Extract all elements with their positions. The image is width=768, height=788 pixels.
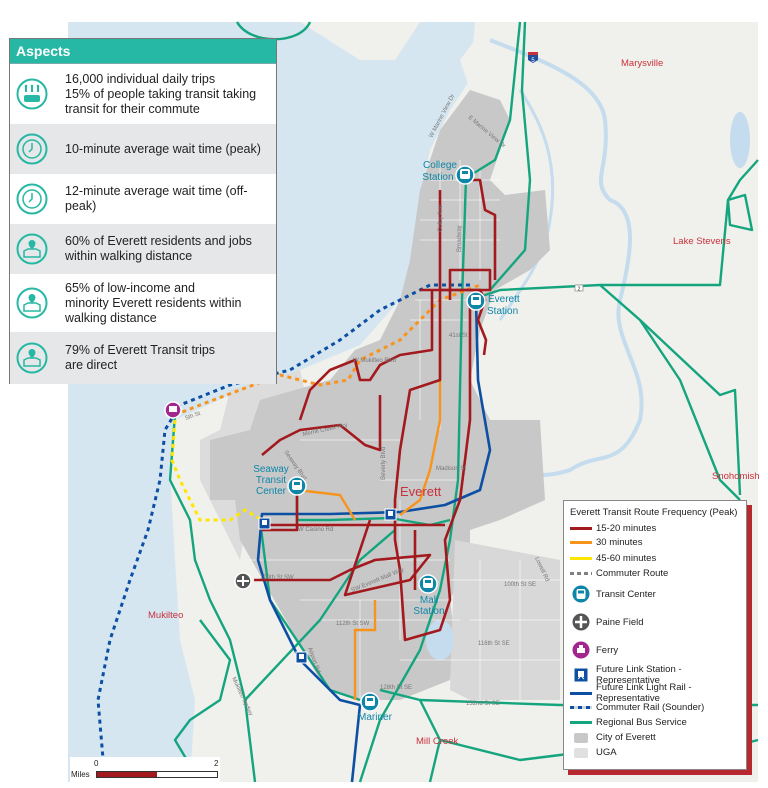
legend-item-45-60: 45-60 minutes <box>570 550 740 566</box>
svg-text:Mariner: Mariner <box>358 712 393 723</box>
svg-text:Seaway: Seaway <box>253 464 289 475</box>
legend-item-future-link-station: Future Link Station - Representative <box>570 664 740 686</box>
legend-item-paine-field: Paine Field <box>570 608 740 636</box>
us-2-shield: 2 <box>574 284 584 293</box>
orange-line-swatch <box>570 541 592 544</box>
aspects-title: Aspects <box>10 39 276 64</box>
aspect-item-walking-distance: 60% of Everett residents and jobs within… <box>10 224 276 274</box>
svg-text:Beverly Blvd: Beverly Blvd <box>381 447 387 480</box>
place-everett: Everett <box>400 484 442 499</box>
aspects-panel: Aspects 16,000 individual daily trips 15… <box>9 38 277 384</box>
svg-text:Madison St: Madison St <box>436 466 466 472</box>
red-line-swatch <box>570 527 592 530</box>
city-swatch <box>570 732 592 743</box>
svg-text:Colby Ave: Colby Ave <box>438 204 444 232</box>
aspect-item-peak-wait: 10-minute average wait time (peak) <box>10 124 276 174</box>
map-pin-icon <box>16 342 48 374</box>
map-legend: Everett Transit Route Frequency (Peak) 1… <box>563 500 747 770</box>
link-station-icon <box>570 668 592 682</box>
place-marysville: Marysville <box>621 58 663 69</box>
legend-item-uga: UGA <box>570 745 740 760</box>
blue-dash-swatch <box>570 706 592 709</box>
scale-unit-label: Miles <box>71 770 90 779</box>
uga-swatch <box>570 747 592 758</box>
place-lake-stevens: Lake Stevens <box>673 236 731 247</box>
legend-item-regional-bus: Regional Bus Service <box>570 715 740 730</box>
transit-center-college-station[interactable]: College Station <box>422 160 475 185</box>
yellow-line-swatch <box>570 556 592 560</box>
svg-text:100th St SE: 100th St SE <box>504 582 536 588</box>
aspect-item-low-income: 65% of low-income and minority Everett r… <box>10 274 276 332</box>
scale-bar: 0 2 Miles <box>70 757 220 788</box>
map-pin-icon <box>16 233 48 265</box>
clock-icon <box>16 133 48 165</box>
aspect-item-daily-trips: 16,000 individual daily trips 15% of peo… <box>10 64 276 124</box>
people-bus-icon <box>16 78 48 110</box>
svg-text:5th St: 5th St <box>185 411 202 422</box>
svg-text:Transit: Transit <box>256 475 286 486</box>
scale-max-label: 2 <box>214 759 219 768</box>
svg-text:Center: Center <box>256 486 287 497</box>
svg-text:112th St SW: 112th St SW <box>336 621 370 627</box>
blue-line-swatch <box>570 691 592 695</box>
future-link-station-icon <box>295 651 308 664</box>
transit-center-icon <box>570 585 592 603</box>
aspect-item-direct-trips: 79% of Everett Transit trips are direct <box>10 332 276 384</box>
legend-item-15-20: 15-20 minutes <box>570 522 740 535</box>
legend-item-commuter-route: Commuter Route <box>570 566 740 580</box>
legend-item-ferry: Ferry <box>570 636 740 664</box>
future-link-station-icon <box>384 508 397 521</box>
place-mill-creek: Mill Creek <box>416 736 458 747</box>
svg-text:116th St SE: 116th St SE <box>478 641 510 647</box>
svg-text:Station: Station <box>413 606 444 617</box>
transit-center-mariner[interactable]: Mariner <box>358 692 393 723</box>
transit-center-seaway[interactable]: Seaway Transit Center <box>253 464 307 497</box>
scale-bar-graphic <box>96 771 218 778</box>
airport-icon <box>570 613 592 631</box>
svg-text:41st St: 41st St <box>449 333 468 339</box>
svg-text:W Casino Rd: W Casino Rd <box>298 527 333 533</box>
svg-text:Broadway: Broadway <box>457 225 463 252</box>
svg-text:W Mukilteo Blvd: W Mukilteo Blvd <box>353 358 396 364</box>
ferry-icon <box>570 641 592 659</box>
interstate-5-shield: 5 <box>528 52 538 64</box>
svg-text:100th St SW: 100th St SW <box>260 575 294 581</box>
transit-center-mall-station[interactable]: Mall Station <box>413 574 445 617</box>
gray-dots-swatch <box>570 571 592 575</box>
legend-item-city-of-everett: City of Everett <box>570 730 740 745</box>
svg-text:5: 5 <box>531 58 535 64</box>
svg-text:2: 2 <box>578 287 581 293</box>
map-pin-icon <box>16 287 48 319</box>
svg-text:128th St SE: 128th St SE <box>380 685 412 691</box>
green-line-swatch <box>570 721 592 724</box>
future-link-station-icon <box>258 517 271 530</box>
aspect-item-offpeak-wait: 12-minute average wait time (off-peak) <box>10 174 276 224</box>
legend-item-sounder: Commuter Rail (Sounder) <box>570 700 740 715</box>
legend-title: Everett Transit Route Frequency (Peak) <box>570 507 738 518</box>
place-snohomish: Snohomish <box>712 471 760 482</box>
paine-field-airport-icon <box>234 572 252 590</box>
legend-item-future-link-rail: Future Link Light Rail - Representative <box>570 682 740 704</box>
place-mukilteo: Mukilteo <box>148 610 183 621</box>
svg-text:Mall: Mall <box>420 595 438 606</box>
legend-item-transit-center: Transit Center <box>570 580 740 608</box>
svg-text:Everett: Everett <box>488 294 520 305</box>
svg-text:Station: Station <box>487 306 518 317</box>
ferry-terminal-icon <box>164 401 182 419</box>
svg-text:College: College <box>423 160 457 171</box>
svg-text:132nd St SE: 132nd St SE <box>466 701 500 707</box>
sounder-rail-line <box>96 283 470 783</box>
svg-text:Station: Station <box>422 172 453 183</box>
transit-center-everett-station[interactable]: Everett Station <box>466 291 520 317</box>
legend-item-30: 30 minutes <box>570 535 740 550</box>
scale-min-label: 0 <box>94 759 99 768</box>
clock-icon <box>16 183 48 215</box>
